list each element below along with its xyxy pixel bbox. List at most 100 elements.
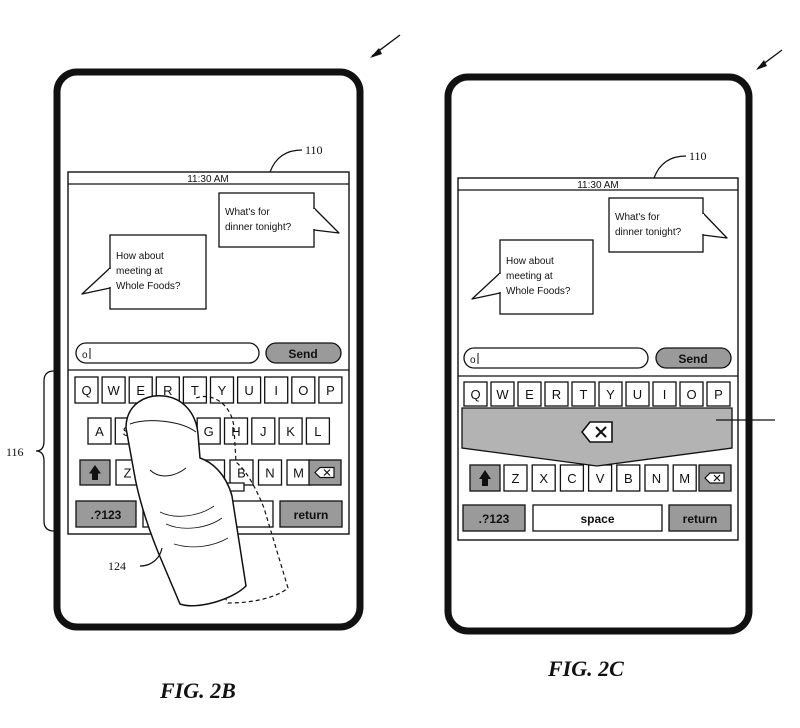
key-q[interactable] bbox=[74, 376, 99, 404]
key-k[interactable] bbox=[278, 417, 303, 445]
reference-arrow-right bbox=[756, 49, 783, 70]
return-key[interactable] bbox=[668, 504, 732, 532]
key-e-label: E bbox=[525, 387, 534, 402]
key-n[interactable] bbox=[257, 459, 283, 486]
send-button[interactable] bbox=[265, 342, 342, 364]
key-e[interactable] bbox=[517, 381, 542, 407]
return-key-label: return bbox=[683, 512, 718, 526]
key-t[interactable] bbox=[571, 381, 596, 407]
key-m-label: M bbox=[293, 466, 304, 481]
key-w[interactable] bbox=[490, 381, 515, 407]
key-t[interactable] bbox=[182, 376, 208, 404]
message-input[interactable] bbox=[75, 342, 260, 364]
key-y-label: Y bbox=[218, 383, 227, 398]
key-e-label: E bbox=[136, 383, 145, 398]
key-u-label: U bbox=[633, 387, 642, 402]
key-x-label: X bbox=[539, 471, 548, 486]
ref-label-110: 110 bbox=[689, 149, 707, 163]
return-key-label: return bbox=[294, 508, 329, 522]
key-u-label: U bbox=[244, 383, 253, 398]
key-o-label: O bbox=[686, 387, 696, 402]
key-o-label: O bbox=[298, 383, 308, 398]
return-key[interactable] bbox=[279, 500, 343, 528]
ref-label-116: 116 bbox=[6, 445, 24, 459]
key-y[interactable] bbox=[209, 376, 235, 404]
key-v-label: V bbox=[596, 471, 605, 486]
key-i-label: I bbox=[663, 387, 667, 402]
key-n-label: N bbox=[652, 471, 661, 486]
message-bubble-outgoing: What's for dinner tonight? bbox=[608, 197, 728, 253]
key-b[interactable] bbox=[616, 464, 641, 492]
key-j[interactable] bbox=[251, 417, 276, 445]
bubble-in-line-1: How about bbox=[116, 251, 164, 262]
key-n-label: N bbox=[265, 466, 274, 481]
bubble-in-line-2: meeting at bbox=[116, 266, 163, 277]
key-w-label: W bbox=[107, 383, 120, 398]
mode-key-label: .?123 bbox=[479, 512, 510, 526]
ref-label-110: 110 bbox=[305, 143, 323, 157]
key-w[interactable] bbox=[101, 376, 126, 404]
key-r[interactable] bbox=[544, 381, 569, 407]
leader-line-124 bbox=[139, 547, 163, 567]
key-m-label: M bbox=[679, 471, 690, 486]
bubble-in-line-3: Whole Foods? bbox=[506, 286, 571, 297]
device-fig-2b: 11:30 AM 110 What's for dinner tonight? … bbox=[6, 68, 364, 631]
space-key[interactable] bbox=[532, 504, 663, 532]
key-y-label: Y bbox=[606, 387, 615, 402]
key-z-label: Z bbox=[124, 466, 132, 481]
bubble-out-line-1: What's for bbox=[225, 207, 270, 218]
send-label: Send bbox=[678, 352, 707, 366]
key-p[interactable] bbox=[706, 381, 731, 407]
finger-ghost-outline bbox=[181, 396, 289, 604]
figure-caption-2c: FIG. 2C bbox=[547, 656, 624, 681]
key-o[interactable] bbox=[291, 376, 316, 404]
space-key-label: space bbox=[580, 512, 614, 526]
key-p-label: P bbox=[326, 383, 335, 398]
key-r-label: R bbox=[163, 383, 172, 398]
mode-key-label: .?123 bbox=[91, 508, 122, 522]
finger-icon bbox=[125, 395, 247, 607]
key-i[interactable] bbox=[652, 381, 677, 407]
send-label: Send bbox=[288, 347, 317, 361]
message-input-value: o bbox=[82, 350, 88, 361]
key-h-label: H bbox=[231, 424, 240, 439]
key-l[interactable] bbox=[305, 417, 331, 445]
key-z-label: Z bbox=[512, 471, 520, 486]
mode-key[interactable] bbox=[462, 504, 526, 532]
key-l-label: L bbox=[314, 424, 321, 439]
key-b-label: B bbox=[624, 471, 633, 486]
key-y[interactable] bbox=[598, 381, 623, 407]
key-i-label: I bbox=[274, 383, 278, 398]
message-input-value: o bbox=[470, 355, 476, 366]
key-o[interactable] bbox=[679, 381, 704, 407]
key-w-label: W bbox=[496, 387, 509, 402]
device-fig-2c: 11:30 AM 110 What's for dinner tonight? … bbox=[444, 73, 775, 635]
key-c-label: C bbox=[567, 471, 576, 486]
key-n[interactable] bbox=[644, 464, 669, 492]
send-button[interactable] bbox=[655, 347, 732, 369]
figure-caption-2b: FIG. 2B bbox=[159, 678, 236, 703]
key-r-label: R bbox=[552, 387, 561, 402]
key-p[interactable] bbox=[318, 376, 343, 404]
key-a[interactable] bbox=[87, 417, 112, 445]
key-m[interactable] bbox=[672, 464, 697, 492]
message-bubble-incoming: How about meeting at Whole Foods? bbox=[81, 234, 207, 310]
key-z[interactable] bbox=[503, 464, 528, 492]
delete-overlay[interactable] bbox=[461, 407, 733, 467]
key-q-label: Q bbox=[470, 387, 480, 402]
key-u[interactable] bbox=[236, 376, 262, 404]
message-input[interactable] bbox=[463, 347, 649, 369]
key-h[interactable] bbox=[223, 417, 249, 445]
key-c[interactable] bbox=[559, 464, 585, 492]
status-time: 11:30 AM bbox=[187, 174, 229, 185]
key-g-label: G bbox=[204, 424, 214, 439]
key-q[interactable] bbox=[463, 381, 488, 407]
bubble-out-line-2: dinner tonight? bbox=[615, 227, 682, 238]
key-x[interactable] bbox=[531, 464, 556, 492]
key-i[interactable] bbox=[264, 376, 289, 404]
bubble-in-line-2: meeting at bbox=[506, 271, 553, 282]
key-u[interactable] bbox=[625, 381, 650, 407]
mode-key[interactable] bbox=[75, 500, 137, 528]
